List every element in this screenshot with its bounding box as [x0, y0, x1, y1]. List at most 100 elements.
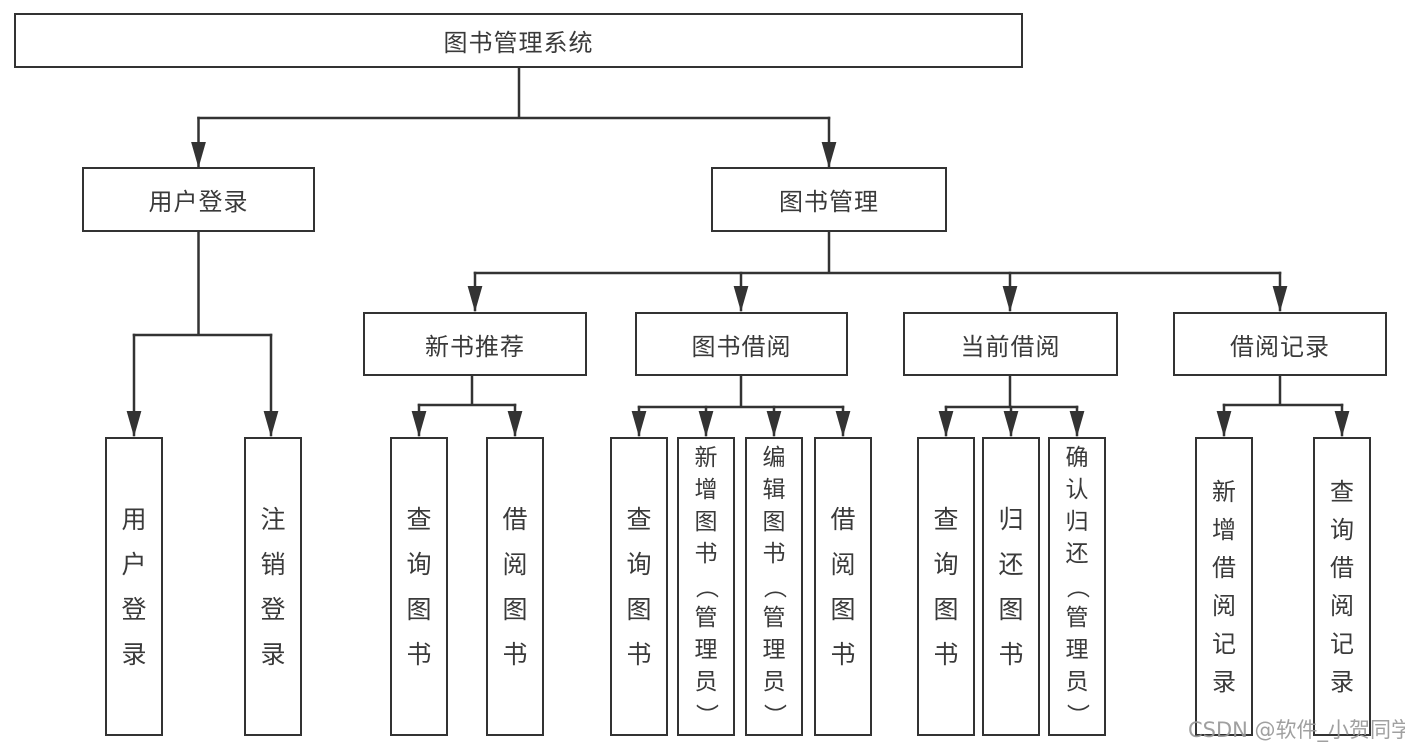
leaf-label-char: 户 — [121, 549, 147, 579]
connector-user-split — [132, 230, 273, 337]
leaf-label-char: 新 — [694, 445, 718, 471]
leaf-node-borrow-books-borrowing: 借阅图书 — [814, 437, 872, 736]
group-node-new-book-recommendation: 新书推荐 — [363, 312, 587, 376]
branch-node-user-login: 用户登录 — [82, 167, 315, 232]
leaf-label-char: 书 — [998, 639, 1024, 669]
leaf-label-char: （ — [761, 575, 788, 598]
leaf-label-char: 注 — [260, 504, 286, 534]
leaf-label-char: 录 — [260, 639, 286, 669]
leaf-label-char: 辑 — [762, 477, 786, 503]
leaf-label-char: （ — [1064, 575, 1091, 598]
leaf-node-logout: 注销登录 — [244, 437, 302, 736]
leaf-label-char: 销 — [260, 549, 286, 579]
leaf-label-char: 图 — [626, 594, 652, 624]
connector-records-split — [1222, 374, 1344, 407]
leaf-label-char: ） — [1064, 703, 1091, 726]
leaf-label-char: 新 — [1212, 477, 1236, 506]
connector-group — [126, 66, 1350, 437]
leaf-node-user-login: 用户登录 — [105, 437, 163, 736]
leaf-label-char: 查 — [933, 504, 959, 534]
leaf-label-char: 员 — [1065, 669, 1089, 695]
group-node-current-borrowing: 当前借阅 — [903, 312, 1118, 376]
leaf-label-char: （ — [693, 575, 720, 598]
leaf-label-char: 询 — [1330, 515, 1354, 544]
leaf-label-char: 管 — [762, 605, 786, 631]
connector-current-split — [944, 374, 1079, 409]
leaf-node-add-borrow-record: 新增借阅记录 — [1195, 437, 1253, 736]
leaf-label-char: 还 — [998, 549, 1024, 579]
leaf-label-char: 归 — [998, 504, 1024, 534]
leaf-label-char: 归 — [1065, 509, 1089, 535]
leaf-label-char: 还 — [1065, 541, 1089, 567]
leaf-label-char: 阅 — [1330, 591, 1354, 620]
leaf-label-char: 编 — [762, 445, 786, 471]
leaf-label-char: 阅 — [830, 549, 856, 579]
leaf-label-char: 记 — [1212, 629, 1236, 658]
leaf-label-char: 图 — [502, 594, 528, 624]
leaf-label-char: 图 — [933, 594, 959, 624]
leaf-label-char: 查 — [406, 504, 432, 534]
leaf-label-char: 确 — [1065, 445, 1089, 471]
connector-new-book-split — [417, 374, 517, 407]
leaf-label-char: 书 — [406, 639, 432, 669]
leaf-node-add-book-admin: 新增图书 （ 管理员 ） — [677, 437, 735, 736]
leaf-label-char: ） — [693, 703, 720, 726]
leaf-label-char: 借 — [1330, 553, 1354, 582]
leaf-label-char: 员 — [762, 669, 786, 695]
leaf-label-char: 用 — [121, 504, 147, 534]
leaf-label-char: 理 — [1065, 637, 1089, 663]
group-node-borrowing-records: 借阅记录 — [1173, 312, 1387, 376]
connector-root-split — [197, 66, 831, 120]
leaf-label-char: 查 — [626, 504, 652, 534]
leaf-label-char: 阅 — [1212, 591, 1236, 620]
root-node-library-system: 图书管理系统 — [14, 13, 1023, 68]
leaf-label-char: 书 — [933, 639, 959, 669]
leaf-label-char: ） — [761, 703, 788, 726]
connector-borrowing-split — [637, 374, 845, 409]
leaf-label-char: 书 — [502, 639, 528, 669]
leaf-label-char: 借 — [1212, 553, 1236, 582]
leaf-label-char: 询 — [406, 549, 432, 579]
leaf-label-char: 记 — [1330, 629, 1354, 658]
leaf-label-char: 图 — [694, 509, 718, 535]
leaf-node-edit-book-admin: 编辑图书 （ 管理员 ） — [745, 437, 803, 736]
leaf-label-char: 书 — [626, 639, 652, 669]
group-node-book-borrowing: 图书借阅 — [635, 312, 848, 376]
leaf-label-char: 询 — [933, 549, 959, 579]
leaf-label-char: 借 — [502, 504, 528, 534]
leaf-label-char: 查 — [1330, 477, 1354, 506]
leaf-label-char: 管 — [694, 605, 718, 631]
leaf-label-char: 管 — [1065, 605, 1089, 631]
connector-management-split — [473, 230, 1282, 275]
leaf-label-char: 书 — [830, 639, 856, 669]
leaf-label-char: 增 — [694, 477, 718, 503]
leaf-label-char: 增 — [1212, 515, 1236, 544]
leaf-label-char: 员 — [694, 669, 718, 695]
leaf-label-char: 录 — [1212, 667, 1236, 696]
leaf-label-char: 图 — [406, 594, 432, 624]
leaf-label-char: 认 — [1065, 477, 1089, 503]
leaf-label-char: 理 — [762, 637, 786, 663]
leaf-label-char: 录 — [1330, 667, 1354, 696]
leaf-label-char: 录 — [121, 639, 147, 669]
leaf-label-char: 图 — [998, 594, 1024, 624]
leaf-node-query-books-current: 查询图书 — [917, 437, 975, 736]
leaf-label-char: 登 — [260, 594, 286, 624]
leaf-label-char: 理 — [694, 637, 718, 663]
leaf-node-query-books-borrowing: 查询图书 — [610, 437, 668, 736]
leaf-label-char: 书 — [762, 541, 786, 567]
leaf-node-borrow-books-recommend: 借阅图书 — [486, 437, 544, 736]
leaf-node-return-books: 归还图书 — [982, 437, 1040, 736]
leaf-node-confirm-return-admin: 确认归还 （ 管理员 ） — [1048, 437, 1106, 736]
leaf-label-char: 阅 — [502, 549, 528, 579]
leaf-label-char: 询 — [626, 549, 652, 579]
leaf-label-char: 图 — [830, 594, 856, 624]
leaf-label-char: 书 — [694, 541, 718, 567]
branch-node-book-management: 图书管理 — [711, 167, 947, 232]
leaf-node-query-books-recommend: 查询图书 — [390, 437, 448, 736]
leaf-label-char: 图 — [762, 509, 786, 535]
watermark: CSDN @软件_小贺同学 — [1188, 718, 1405, 742]
leaf-node-query-borrow-record: 查询借阅记录 — [1313, 437, 1371, 736]
